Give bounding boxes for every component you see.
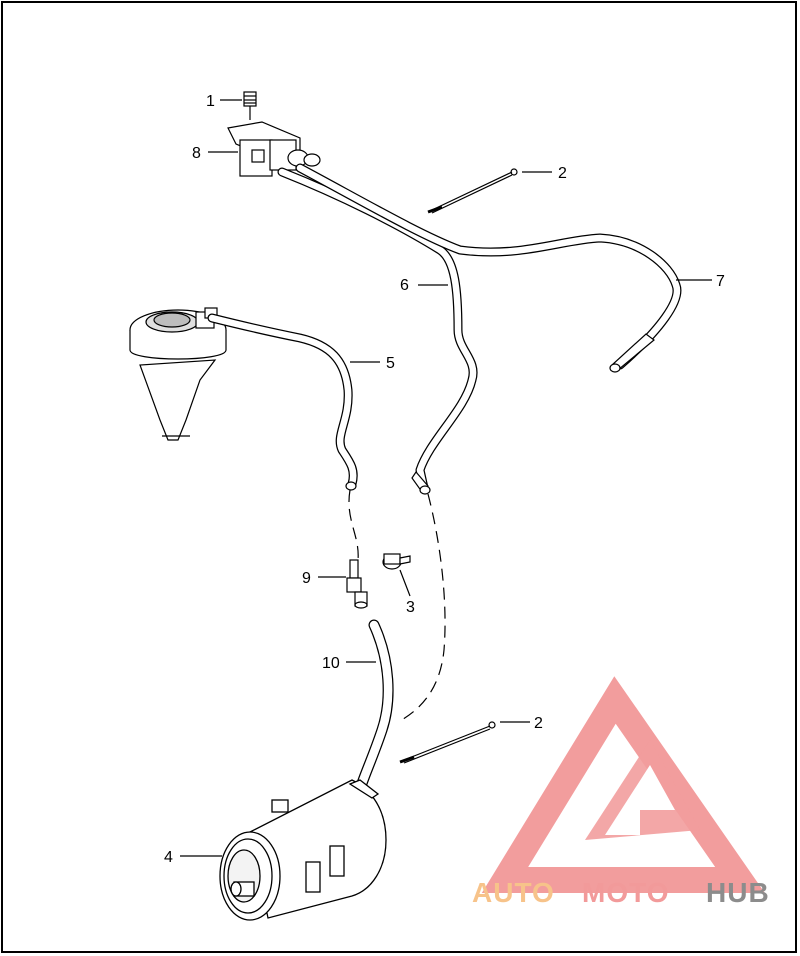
watermark-moto: MOTO	[582, 877, 669, 908]
callout-1: 1	[206, 93, 215, 110]
cable-strap-upper	[427, 168, 518, 214]
callout-2-upper: 2	[558, 165, 567, 182]
callout-4: 4	[164, 849, 173, 866]
hose-5-inner	[208, 314, 357, 488]
watermark-hub: HUB	[706, 877, 770, 908]
fuel-pump-part	[129, 307, 227, 441]
callout-labels: 1 8 2 6 7 5 9 3 10 2 4	[164, 93, 725, 866]
bolt-part	[243, 91, 257, 120]
callout-9: 9	[302, 570, 311, 587]
callout-5: 5	[386, 355, 395, 372]
callout-10: 10	[322, 655, 340, 672]
hose-6-end	[411, 471, 431, 495]
fitting-part	[346, 559, 368, 609]
clamp-part	[382, 553, 411, 570]
callout-3: 3	[406, 599, 415, 616]
hose-5-end	[345, 481, 357, 491]
canister-part	[219, 779, 387, 921]
leader-lines	[180, 99, 712, 857]
callout-7: 7	[716, 273, 725, 290]
hose-7-end	[609, 333, 655, 373]
callout-6: 6	[400, 277, 409, 294]
cable-strap-lower	[399, 721, 496, 764]
routing-dashed	[348, 489, 446, 723]
watermark-auto: AUTO	[472, 877, 555, 908]
callout-2-lower: 2	[534, 715, 543, 732]
watermark-logo	[481, 676, 765, 893]
callout-8: 8	[192, 145, 201, 162]
valve-part	[227, 121, 321, 177]
hose-10-inner	[353, 620, 393, 801]
hose-7-inner	[296, 164, 681, 369]
watermark-text: AUTO MOTO HUB	[472, 877, 770, 908]
hose-6-inner	[278, 168, 477, 492]
hose-5	[207, 313, 358, 489]
hose-6	[277, 167, 478, 493]
